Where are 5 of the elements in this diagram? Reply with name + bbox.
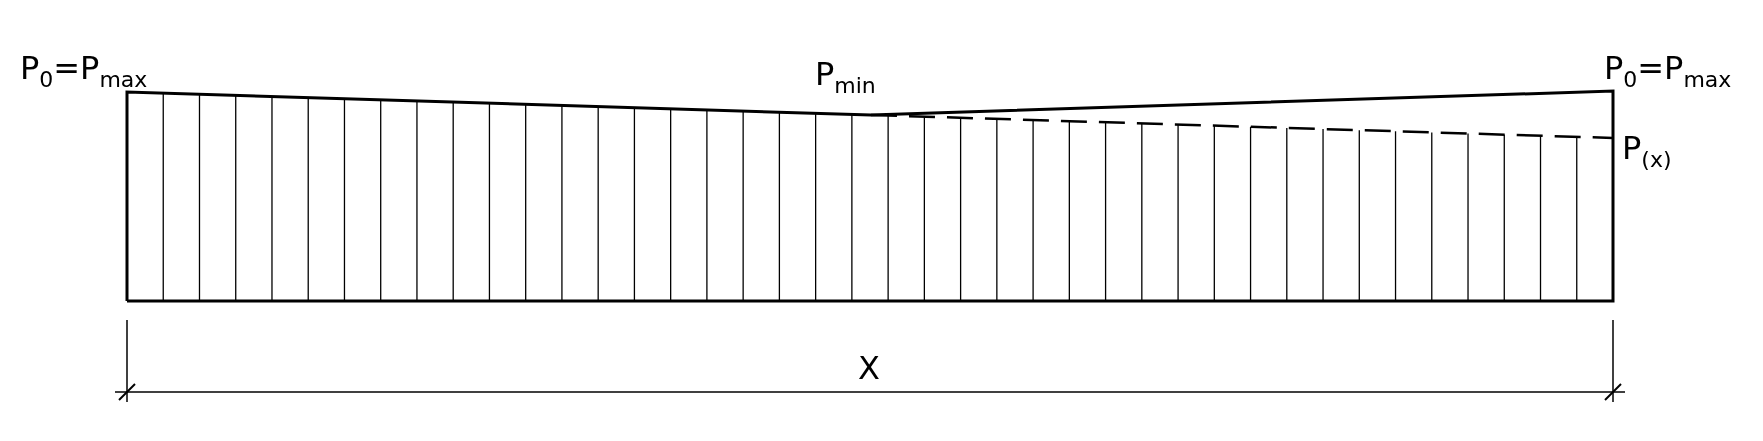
force-label: P$_{(x)}$ bbox=[1622, 132, 1672, 171]
force-label: P$_{0}$=P$_{max}$ bbox=[20, 52, 148, 91]
dimension-label: X bbox=[858, 352, 880, 384]
force-label: P$_{0}$=P$_{max}$ bbox=[1604, 52, 1732, 91]
force-label: P$_{min}$ bbox=[815, 58, 876, 97]
